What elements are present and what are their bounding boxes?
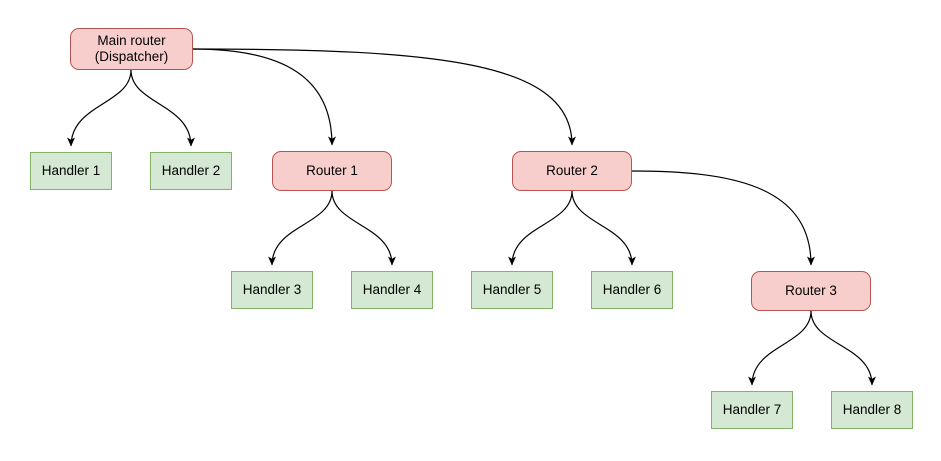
node-label-handler-7: Handler 7: [722, 402, 782, 417]
edges-group: [67, 48, 876, 386]
node-router-3[interactable]: Router 3: [751, 271, 871, 311]
edge-router-1-to-handler-4: [331, 190, 396, 266]
node-handler-4[interactable]: Handler 4: [351, 271, 433, 309]
node-router-2[interactable]: Router 2: [512, 151, 632, 191]
edge-main-to-handler-1: [67, 69, 132, 147]
edge-main-to-handler-2: [130, 69, 195, 147]
node-label-handler-6: Handler 6: [602, 282, 662, 297]
node-label-handler-4: Handler 4: [362, 282, 422, 297]
edge-router-2-to-handler-6: [571, 190, 636, 266]
node-label-router-1: Router 1: [306, 163, 358, 178]
node-label-handler-5: Handler 5: [482, 282, 542, 297]
node-handler-8[interactable]: Handler 8: [831, 391, 913, 429]
node-label-router-3: Router 3: [785, 283, 837, 298]
edge-router-2-to-router-3: [631, 170, 815, 266]
node-handler-7[interactable]: Handler 7: [711, 391, 793, 429]
node-label-handler-1: Handler 1: [41, 163, 101, 178]
node-handler-2[interactable]: Handler 2: [150, 152, 232, 190]
node-router-1[interactable]: Router 1: [272, 151, 392, 191]
node-main-router[interactable]: Main router (Dispatcher): [70, 28, 193, 70]
edge-router-1-to-handler-3: [268, 190, 333, 266]
edge-router-3-to-handler-7: [748, 310, 812, 386]
node-label-handler-3: Handler 3: [242, 282, 302, 297]
node-label-handler-2: Handler 2: [161, 163, 221, 178]
node-label-main-router: Main router (Dispatcher): [94, 33, 169, 64]
edge-main-to-router-2: [192, 48, 576, 146]
node-label-handler-8: Handler 8: [842, 402, 902, 417]
node-handler-6[interactable]: Handler 6: [591, 271, 673, 309]
edge-main-to-router-1: [192, 48, 336, 146]
edge-router-3-to-handler-8: [810, 310, 876, 386]
node-label-router-2: Router 2: [546, 163, 598, 178]
edge-router-2-to-handler-5: [508, 190, 573, 266]
node-handler-1[interactable]: Handler 1: [30, 152, 112, 190]
node-handler-5[interactable]: Handler 5: [471, 271, 553, 309]
node-handler-3[interactable]: Handler 3: [231, 271, 313, 309]
